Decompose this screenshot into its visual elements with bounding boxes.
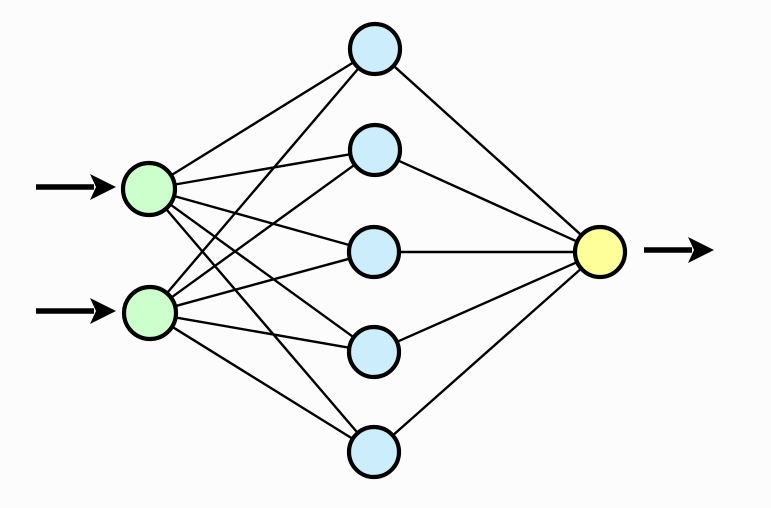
edge-i1-h2 [172,152,353,186]
edge-i1-h5 [164,206,360,435]
output-arrow-1-head-icon [688,237,714,263]
node-h2-hidden[interactable] [347,122,403,178]
edge-h4-o1 [394,260,580,344]
node-h3-hidden[interactable] [346,224,402,280]
node-i1-input[interactable] [120,160,178,218]
node-h5-hidden[interactable] [346,424,402,480]
edges-group [164,60,584,441]
output-arrow-1 [644,237,714,263]
arrows-group [36,174,714,324]
edge-h1-o1 [391,63,584,238]
edge-i2-h3 [172,257,353,308]
edge-h5-o1 [390,266,584,438]
edge-i1-h3 [171,194,353,247]
nodes-group [120,21,628,480]
node-h4-hidden[interactable] [346,324,402,380]
input-arrow-2-head-icon [90,298,116,324]
input-arrow-1 [36,174,116,200]
input-arrow-1-head-icon [90,174,116,200]
edge-i1-h1 [169,60,356,178]
edge-i2-h5 [170,324,355,441]
node-o1-output[interactable] [572,224,628,280]
edge-h2-o1 [395,158,580,244]
edge-i2-h2 [169,162,357,300]
edge-i1-h4 [168,202,356,340]
node-i2-input[interactable] [121,284,179,342]
edge-i2-h1 [165,66,361,296]
input-arrow-2 [36,298,116,324]
edge-i2-h4 [173,316,352,350]
node-h1-hidden[interactable] [347,21,403,77]
